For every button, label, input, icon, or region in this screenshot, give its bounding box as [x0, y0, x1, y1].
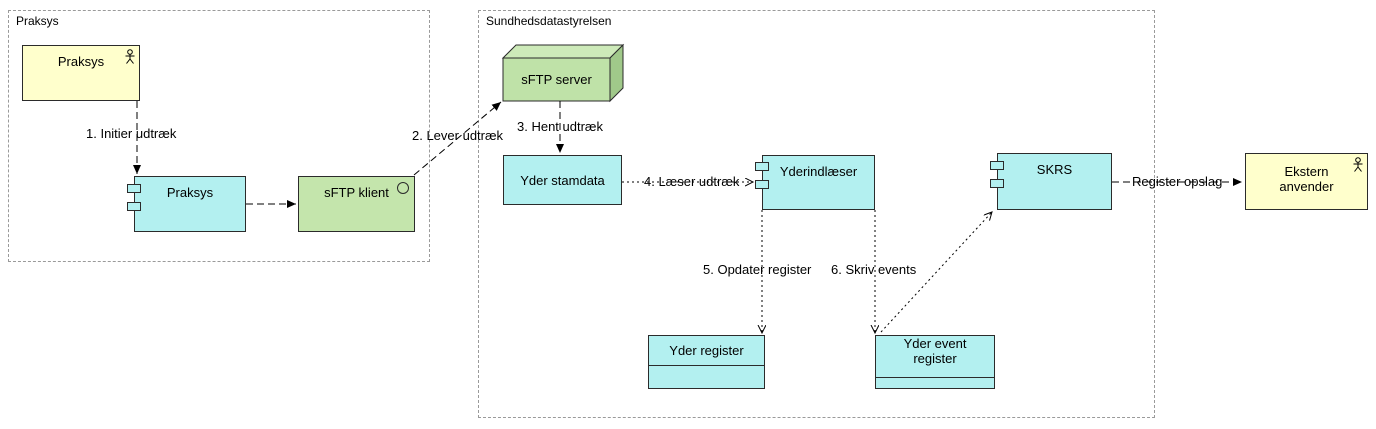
edge-label-initier-udtraek: 1. Initier udtræk	[86, 126, 177, 141]
component-sftp-klient: sFTP klient	[298, 176, 415, 232]
component-yderindlaeser-label: Yderindlæser	[779, 164, 858, 179]
box-yder-stamdata-label: Yder stamdata	[520, 172, 605, 188]
component-icon	[127, 184, 141, 193]
edge-label-register-opslag: Register opslag	[1132, 174, 1223, 189]
interface-icon	[397, 182, 409, 194]
boundary-sundhedsdatastyrelsen-label: Sundhedsdatastyrelsen	[486, 14, 612, 28]
component-skrs-label: SKRS	[1036, 162, 1073, 177]
edge-label-skriv-events: 6. Skriv events	[831, 262, 917, 277]
actor-box-ekstern-anvender-label: Ekstern anvender	[1279, 164, 1334, 194]
edge-label-lever-udtraek: 2. Lever udtræk	[412, 128, 504, 143]
node-sftp-server: sFTP server	[503, 58, 610, 101]
edge-label-hent-udtraek: 3. Hent udtræk	[517, 119, 603, 134]
box-yder-register: Yder register	[648, 335, 765, 389]
box-yder-stamdata: Yder stamdata	[503, 155, 622, 205]
component-yderindlaeser: Yderindlæser	[755, 155, 875, 210]
component-praksys: Praksys	[127, 176, 246, 232]
actor-box-praksys: Praksys	[22, 45, 140, 101]
component-skrs: SKRS	[990, 153, 1112, 210]
boundary-praksys-label: Praksys	[16, 14, 59, 28]
actor-box-praksys-label: Praksys	[57, 54, 105, 69]
actor-box-ekstern-anvender: Ekstern anvender	[1245, 153, 1368, 210]
component-icon	[755, 162, 769, 171]
edge-label-opdater-register: 5. Opdater register	[703, 262, 812, 277]
component-icon	[990, 161, 1004, 170]
edge-label-laeser-udtraek: 4. Læser udtræk	[644, 174, 740, 189]
component-icon	[127, 202, 141, 211]
actor-icon	[1353, 157, 1363, 172]
actor-icon	[125, 49, 135, 64]
box-yder-register-label: Yder register	[669, 343, 744, 358]
component-sftp-klient-label: sFTP klient	[324, 185, 389, 200]
node-sftp-server-label: sFTP server	[521, 72, 592, 87]
component-icon	[755, 180, 769, 189]
box-yder-event-register: Yder event register	[875, 335, 995, 389]
component-praksys-label: Praksys	[166, 185, 214, 200]
boundary-sundhedsdatastyrelsen: Sundhedsdatastyrelsen	[478, 10, 1155, 418]
box-yder-event-register-label: Yder event register	[876, 336, 994, 378]
component-icon	[990, 179, 1004, 188]
